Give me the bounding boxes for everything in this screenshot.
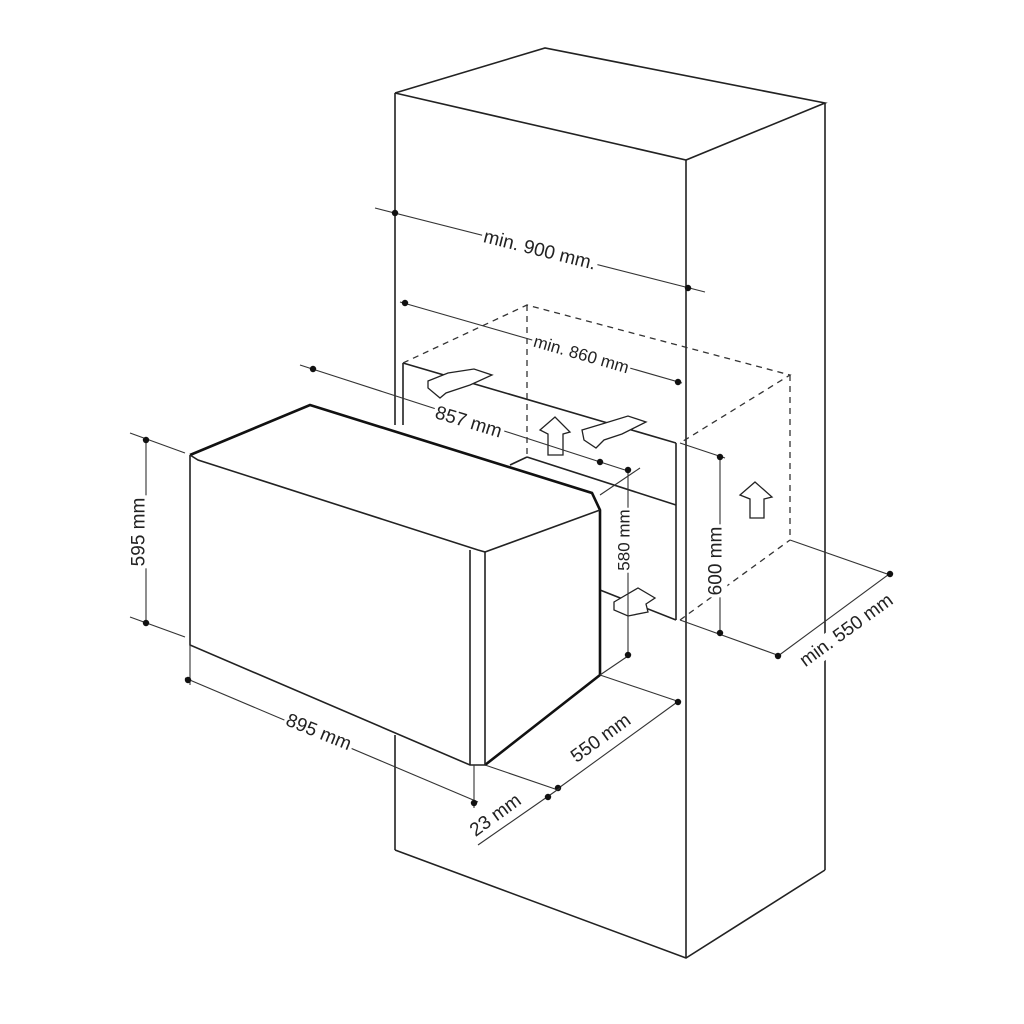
niche-dashed-volume xyxy=(402,304,792,621)
oven-height-label: 595 mm xyxy=(128,495,151,569)
niche-height-label: 600 mm xyxy=(705,524,728,598)
oven xyxy=(189,403,602,767)
airflow-arrows xyxy=(427,368,774,617)
arrow-icon xyxy=(581,415,648,449)
arrow-up-icon xyxy=(538,416,572,456)
arrow-up-icon xyxy=(738,481,774,519)
arrow-icon xyxy=(427,368,494,399)
cabinet xyxy=(394,47,828,959)
arrow-icon xyxy=(613,587,657,617)
oven-body-height-label: 580 mm xyxy=(614,507,635,573)
